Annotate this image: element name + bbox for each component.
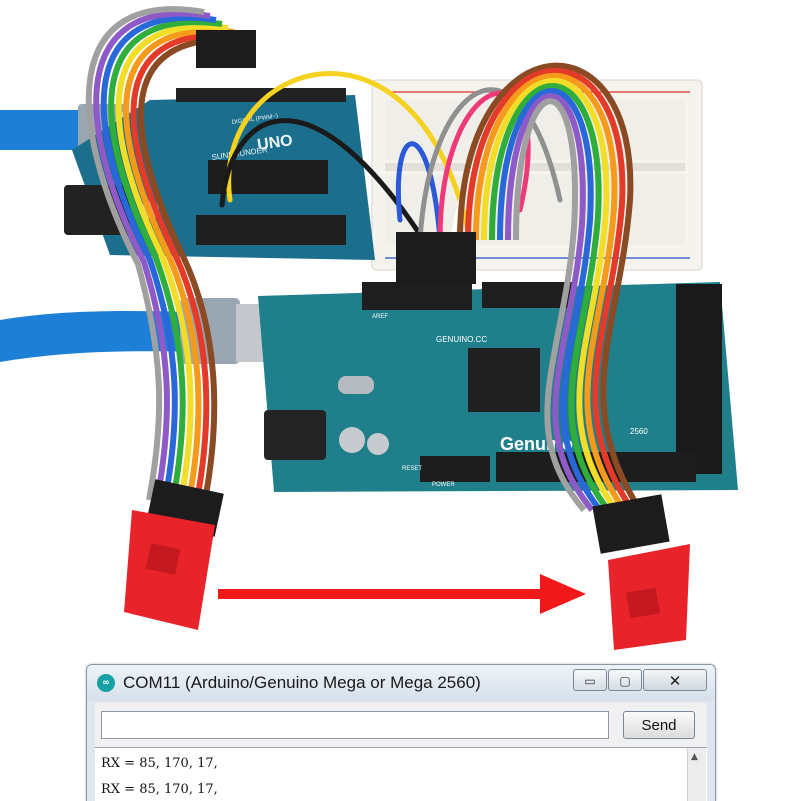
serial-monitor-client: Send RX = 85, 170, 17, RX = 85, 170, 17,…: [95, 703, 707, 801]
minimize-button[interactable]: ▭: [573, 669, 607, 691]
output-scrollbar[interactable]: ▲: [687, 748, 706, 801]
output-line: RX = 85, 170, 17,: [101, 782, 218, 797]
scroll-up-icon[interactable]: ▲: [691, 752, 698, 762]
mega-name: Genuino: [500, 434, 573, 454]
ribbon-cable-right: [396, 62, 643, 512]
title-bar[interactable]: ∞ COM11 (Arduino/Genuino Mega or Mega 25…: [87, 665, 715, 701]
mega-power-label: POWER: [432, 482, 455, 488]
ribbon-cable-left: [85, 6, 256, 501]
window-title: COM11 (Arduino/Genuino Mega or Mega 2560…: [123, 673, 481, 692]
mega-reset-label: RESET: [402, 466, 422, 472]
mega-model: 2560: [630, 427, 648, 436]
close-button[interactable]: ✕: [643, 669, 707, 691]
maximize-button[interactable]: ▢: [608, 669, 642, 691]
uno-logo: UNO: [256, 132, 294, 154]
serial-monitor-window: ∞ COM11 (Arduino/Genuino Mega or Mega 25…: [86, 664, 716, 801]
serial-send-input[interactable]: [101, 711, 609, 739]
output-line: RX = 85, 170, 17,: [101, 756, 218, 771]
mega-board: AREF GENUINO.CC Genuino 2560 RESET POWER: [258, 282, 738, 492]
arduino-app-icon: ∞: [97, 674, 115, 692]
mega-brand: GENUINO.CC: [436, 335, 487, 344]
serial-output-area[interactable]: RX = 85, 170, 17, RX = 85, 170, 17, ▲: [95, 747, 707, 801]
rf-module-right: [592, 494, 690, 650]
rf-module-left: [124, 479, 224, 630]
mega-aref-label: AREF: [372, 314, 388, 320]
send-button[interactable]: Send: [623, 711, 695, 739]
direction-arrow: [218, 574, 586, 614]
